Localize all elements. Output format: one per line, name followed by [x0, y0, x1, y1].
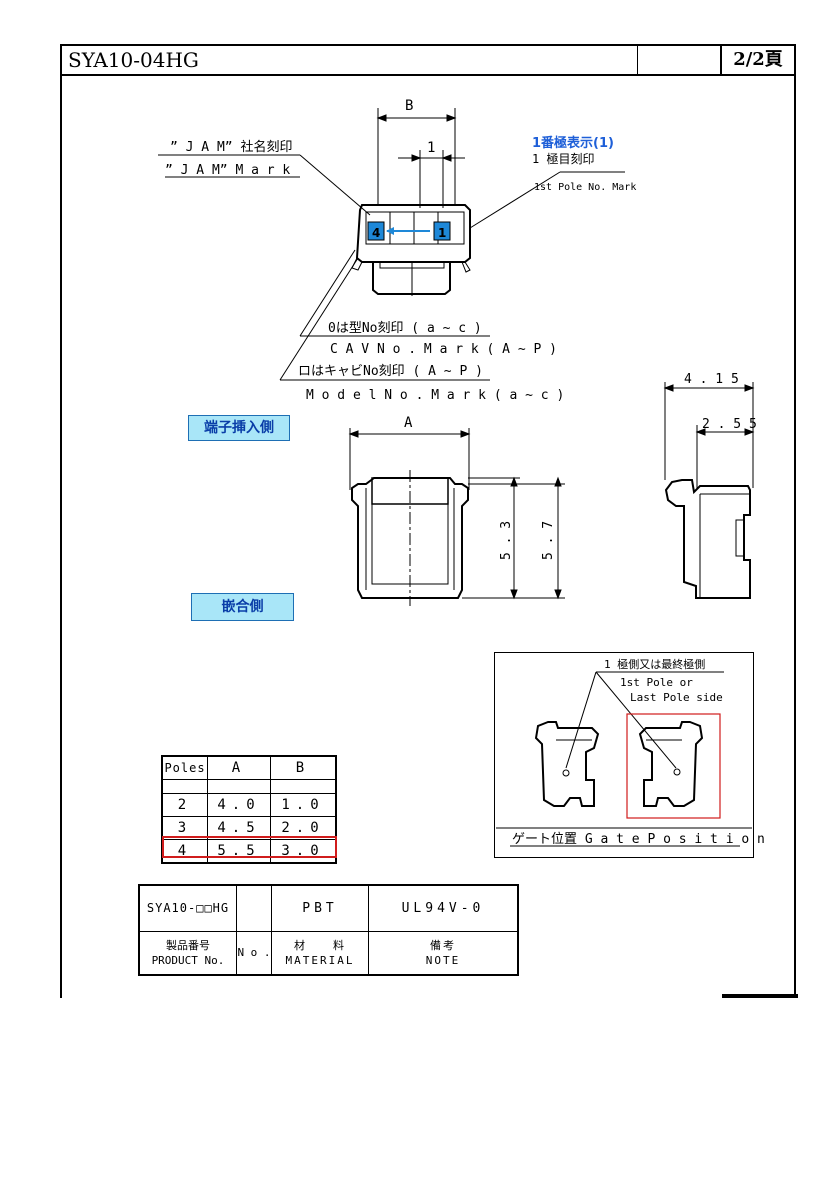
model-mark-en: M o d e l N o . M a r k ( a ~ c ) [306, 388, 564, 403]
first-pole-en: 1st Pole No. Mark [534, 182, 636, 193]
model-mark-jp: ロはキャビNo刻印 ( A ~ P ) [298, 364, 483, 379]
bottom-bar [722, 994, 798, 998]
pole-number-4: 4 [372, 226, 380, 240]
no-value [236, 884, 272, 932]
product-number-value: SYA10-□□HG [138, 884, 237, 932]
dim-b-label: B [405, 98, 413, 114]
gate-caption: ゲート位置 G a t e P o s i t i o n [512, 832, 765, 847]
product-number-label: 製品番号 PRODUCT No. [138, 930, 237, 976]
part-number-title: SYA10-04HG [62, 46, 638, 74]
gate-position-diagram [496, 671, 752, 847]
terminal-insertion-side-label: 端子挿入側 [188, 415, 290, 441]
side-view-connector [663, 382, 755, 599]
gate-label-jp: 1 極側又は最終極側 [604, 657, 705, 671]
dim-415-label: 4 . 1 5 [684, 372, 739, 387]
dim-a-label: A [404, 415, 413, 431]
material-value: PBT [271, 884, 369, 932]
dim-255-label: 2 . 5 5 [702, 417, 757, 432]
note-value: UL94V-0 [368, 884, 519, 932]
product-info-table: SYA10-□□HG PBT UL94V-0 製品番号 PRODUCT No. … [138, 884, 519, 976]
pole-display-label: 1番極表示(1) [532, 135, 614, 151]
title-blank-cell [638, 46, 722, 74]
top-view-connector [158, 108, 625, 381]
gate-label-en1: 1st Pole or [620, 676, 693, 689]
jam-mark-jp: ” J A M” 社名刻印 [170, 139, 292, 155]
selected-row-highlight [162, 836, 337, 858]
dim-57-label: 5 . 7 [541, 521, 556, 560]
cav-mark-en: C A V N o . M a r k ( A ~ P ) [330, 342, 557, 357]
front-view-connector [348, 428, 565, 606]
table-header-row: Poles A B [161, 755, 337, 780]
pole-number-1: 1 [438, 226, 446, 240]
mating-side-label: 嵌合側 [191, 593, 294, 621]
gate-label-en2: Last Pole side [630, 691, 723, 704]
gate-position-box [494, 652, 754, 858]
dim-53-label: 5 . 3 [499, 521, 514, 560]
page-number: 2/2頁 [733, 49, 783, 70]
first-pole-jp: 1 極目刻印 [532, 151, 594, 166]
cav-mark-jp: 0は型No刻印 ( a ~ c ) [328, 321, 482, 336]
dim-1-label: 1 [427, 140, 435, 156]
jam-mark-en: ” J A M” M a r k [165, 163, 290, 178]
table-row: 4 5.5 3.0 [161, 839, 337, 864]
no-label: N o . [236, 930, 272, 976]
header-poles: Poles [161, 755, 208, 780]
table-row: 2 4.0 1.0 [161, 793, 337, 817]
header-b: B [270, 755, 337, 780]
material-label: 材 料 MATERIAL [271, 930, 369, 976]
title-bar: SYA10-04HG 2/2頁 [60, 44, 796, 76]
header-a: A [207, 755, 271, 780]
note-label: 備考 NOTE [368, 930, 519, 976]
